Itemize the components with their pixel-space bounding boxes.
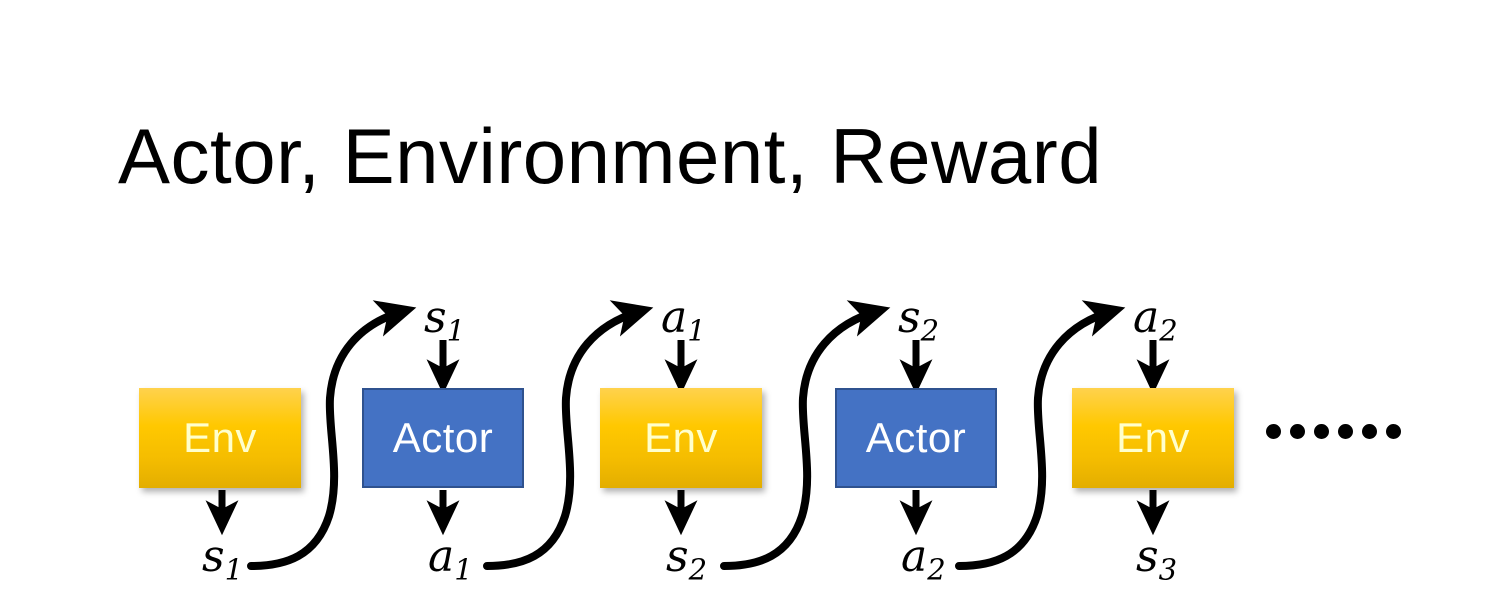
node-env-1[interactable]: Env (139, 388, 301, 488)
ellipsis-dot (1314, 424, 1329, 439)
ellipsis-dot (1362, 424, 1377, 439)
var-subscript: 2 (920, 313, 940, 348)
label-top-s2: s2 (898, 296, 939, 346)
node-label: Env (183, 414, 257, 461)
continuation-ellipsis (1266, 424, 1401, 439)
var-base: s (424, 292, 447, 343)
var-base: s (666, 531, 689, 582)
page-title: Actor, Environment, Reward (118, 112, 1103, 200)
node-env-2[interactable]: Env (600, 388, 762, 488)
var-base: s (898, 292, 921, 343)
var-base: s (202, 531, 225, 582)
label-top-s1: s1 (424, 296, 465, 346)
node-label: Actor (392, 414, 494, 461)
label-bottom-s2: s2 (666, 535, 707, 585)
node-label: Env (644, 414, 718, 461)
node-label: Env (1116, 414, 1190, 461)
node-label: Actor (865, 414, 967, 461)
var-subscript: 2 (1159, 313, 1178, 348)
label-top-a1: a1 (661, 296, 706, 346)
var-subscript: 2 (927, 552, 946, 587)
node-actor-2[interactable]: Actor (835, 388, 997, 488)
label-bottom-a1: a1 (428, 535, 473, 585)
node-env-3[interactable]: Env (1072, 388, 1234, 488)
label-top-a2: a2 (1133, 296, 1178, 346)
var-subscript: 1 (446, 313, 466, 348)
ellipsis-dot (1266, 424, 1281, 439)
ellipsis-dot (1386, 424, 1401, 439)
var-subscript: 3 (1158, 552, 1178, 587)
var-base: s (1136, 531, 1159, 582)
label-bottom-s1: s1 (202, 535, 243, 585)
var-base: a (901, 531, 928, 582)
var-base: a (428, 531, 455, 582)
var-subscript: 1 (224, 552, 244, 587)
var-subscript: 1 (454, 552, 473, 587)
var-base: a (661, 292, 688, 343)
ellipsis-dot (1290, 424, 1305, 439)
var-subscript: 1 (687, 313, 706, 348)
node-actor-1[interactable]: Actor (362, 388, 524, 488)
label-bottom-a2: a2 (901, 535, 946, 585)
var-subscript: 2 (688, 552, 708, 587)
var-base: a (1133, 292, 1160, 343)
ellipsis-dot (1338, 424, 1353, 439)
label-bottom-s3: s3 (1136, 535, 1177, 585)
